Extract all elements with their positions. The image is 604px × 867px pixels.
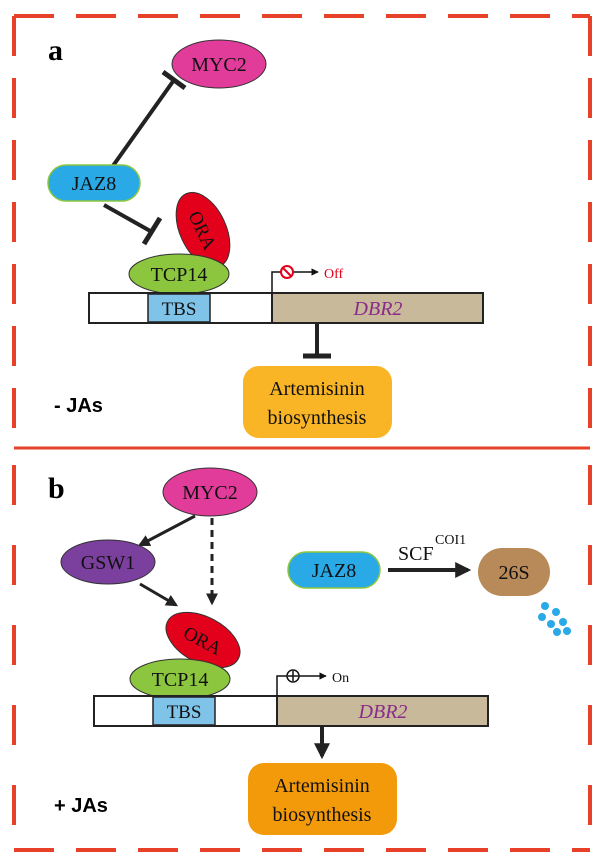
- dbr2-label-b: DBR2: [358, 701, 408, 723]
- gsw1-node: [60, 539, 156, 585]
- condition-b-label: + JAs: [54, 795, 108, 817]
- proteasome-26s: [478, 548, 550, 596]
- myc2-node-b: [162, 467, 258, 517]
- proteasome-label: 26S: [498, 562, 529, 584]
- state-on-label: On: [332, 671, 349, 686]
- jaz8-node-b: [287, 551, 381, 589]
- jaz8-label: JAZ8: [72, 173, 116, 195]
- gsw1-label: GSW1: [81, 552, 135, 574]
- tcp14-label: TCP14: [151, 264, 208, 286]
- dbr2-gene-box: [271, 292, 484, 324]
- artemisinin-output-b: [248, 763, 397, 835]
- jaz8-inhibits-ora-bar: [141, 216, 163, 246]
- myc2-label-b: MYC2: [182, 482, 238, 504]
- output-b-line1: Artemisinin: [274, 775, 370, 797]
- tbs-box: [147, 293, 211, 323]
- plus-icon: [286, 669, 300, 683]
- panel-b: b MYC2 GSW1 ORA TCP14 TBS DBR2 On: [48, 467, 571, 835]
- myc2-activates-gsw1: [137, 514, 196, 547]
- degraded-fragments-icon: [538, 602, 571, 636]
- scf-coi1-superscript: COI1: [435, 533, 466, 548]
- tss-arrow-on: [276, 672, 327, 696]
- panel-a: a MYC2 JAZ8 ORA TCP14 TBS DBR2 Off: [47, 34, 484, 438]
- myc2-label: MYC2: [191, 54, 247, 76]
- jaz8-label-b: JAZ8: [312, 560, 356, 582]
- scf-label: SCF: [398, 543, 434, 565]
- condition-a-label: - JAs: [54, 395, 103, 417]
- dbr2-label: DBR2: [353, 298, 403, 320]
- artemisinin-output-a: [243, 366, 392, 438]
- output-b-line2: biosynthesis: [273, 804, 372, 826]
- tbs-label: TBS: [162, 299, 197, 320]
- panel-borders: [12, 14, 592, 852]
- tcp14-label-b: TCP14: [152, 669, 209, 691]
- blocked-icon: [280, 265, 294, 279]
- tbs-box-b: [152, 696, 216, 726]
- output-a-line2: biosynthesis: [268, 407, 367, 429]
- dbr2-gene-box-b: [276, 695, 489, 727]
- output-a-line1: Artemisinin: [269, 378, 365, 400]
- panel-a-letter: a: [48, 34, 63, 67]
- gsw1-activates-ora: [139, 582, 179, 607]
- myc2-node: [171, 39, 267, 89]
- tss-arrow-off: [271, 268, 319, 293]
- jaz8-inhibits-myc2-line: [108, 78, 176, 172]
- jaz8-inhibits-ora-line: [103, 203, 153, 234]
- jaz8-node: [47, 164, 141, 202]
- tbs-label-b: TBS: [167, 702, 202, 723]
- state-off-label: Off: [324, 267, 344, 282]
- panel-b-letter: b: [48, 472, 65, 505]
- jaz8-inhibits-myc2-bar: [161, 69, 187, 91]
